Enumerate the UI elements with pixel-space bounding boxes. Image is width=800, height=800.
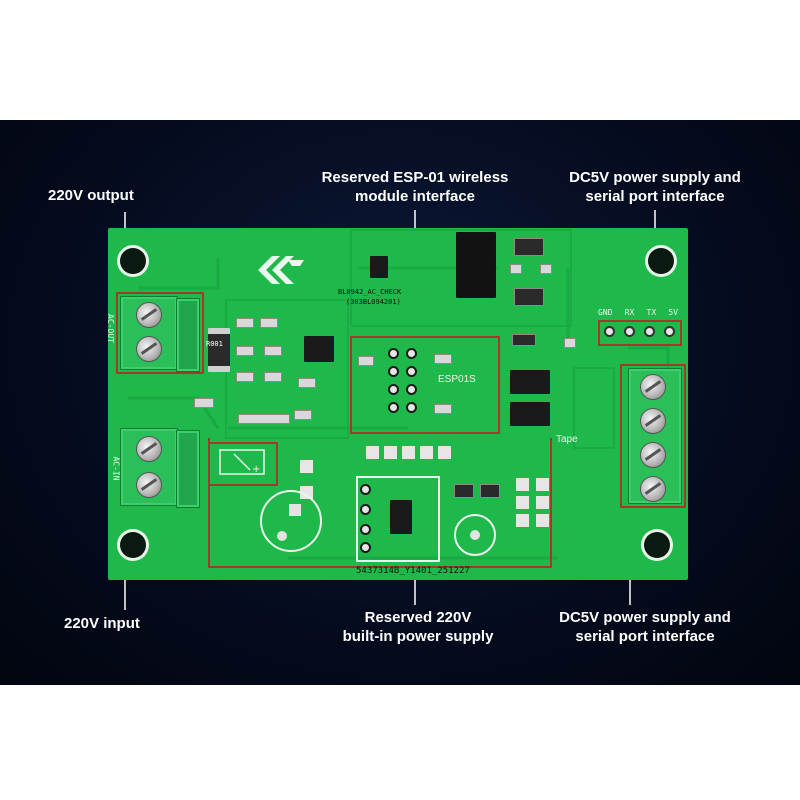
top-chip (370, 256, 388, 278)
relay-connector (456, 232, 496, 298)
ac-out-outline (116, 292, 204, 374)
bridge-rectifier-outline (208, 442, 278, 486)
dc5v-screw-1 (640, 374, 666, 400)
ac-in-screw-1 (136, 436, 162, 462)
brand-logo (258, 256, 304, 284)
smd-component (194, 398, 214, 408)
dc5v-screw-2 (640, 408, 666, 434)
smd-component (260, 318, 278, 328)
label-builtin-power: Reserved 220V built-in power supply (342, 609, 494, 645)
serial-header-pins (602, 324, 678, 340)
smd-component (514, 238, 544, 256)
bridge-rectifier-symbol: + (219, 449, 265, 475)
header-pin-rx: RX (624, 308, 635, 317)
bl0942-chip (304, 336, 334, 362)
smd-component (514, 288, 544, 306)
smd-component (236, 346, 254, 356)
label-esp01-interface: Reserved ESP-01 wireless module interfac… (321, 169, 509, 205)
ac-in-screw-2 (136, 472, 162, 498)
smd-component (434, 354, 452, 364)
ac-out-screw-2 (136, 336, 162, 362)
label-dc5v-bottom: DC5V power supply and serial port interf… (559, 609, 731, 645)
mounting-hole-top-left (120, 248, 146, 274)
esp01-outline (350, 336, 500, 434)
ac-in-terminal-plug (176, 430, 200, 508)
shunt-resistor (208, 328, 230, 372)
dc5v-terminal-outline (620, 364, 686, 508)
capacitor-footprint-large (260, 490, 322, 552)
smd-component (264, 372, 282, 382)
ac-out-label: AC-OUT (105, 314, 115, 343)
smd-component (540, 264, 552, 274)
product-photo-panel: 220V output Reserved ESP-01 wireless mod… (0, 120, 800, 685)
optocoupler-1 (510, 370, 550, 394)
smd-component (298, 378, 316, 388)
optocoupler-2 (510, 402, 550, 426)
smd-component (358, 356, 374, 366)
smd-component (454, 484, 474, 498)
builtin-power-outline (208, 438, 552, 568)
ac-in-label: AC-IN (111, 456, 121, 481)
dc5v-screw-3 (640, 442, 666, 468)
power-pad (300, 460, 313, 473)
smd-component (236, 318, 254, 328)
label-220v-output: 220V output (48, 187, 134, 204)
label-220v-input: 220V input (64, 615, 140, 632)
serial-header-labels: GND RX TX 5V (598, 308, 678, 320)
smd-component (512, 334, 536, 346)
power-pads-right (516, 478, 556, 532)
smd-component (480, 484, 500, 498)
esp01-pin-header (384, 344, 424, 424)
smd-component (264, 346, 282, 356)
board-code: 5437314B_Y1401_251227 (356, 566, 470, 576)
mounting-hole-bottom-right (644, 532, 670, 558)
pcb-board: AC-OUT AC-IN R001 BL0942_AC_CHECK (303BL… (105, 228, 688, 580)
power-ic-outline (356, 476, 440, 562)
tape-label: Tape (556, 434, 578, 445)
bl0942-chip-name: BL0942_AC_CHECK (338, 288, 402, 296)
smd-component (510, 264, 522, 274)
power-pad (300, 486, 313, 499)
smd-component (238, 414, 290, 424)
smd-component (294, 410, 312, 420)
svg-text:+: + (252, 464, 260, 475)
esp01s-label: ESP01S (438, 374, 476, 385)
smd-component (434, 404, 452, 414)
header-pin-gnd: GND (598, 308, 613, 317)
dc5v-screw-4 (640, 476, 666, 502)
mounting-hole-top-right (648, 248, 674, 274)
ac-out-terminal-plug (176, 298, 200, 372)
capacitor-footprint-small (454, 514, 496, 556)
shunt-resistor-label: R001 (206, 340, 223, 348)
bl0942-chip-code: (303BL094201) (346, 298, 401, 306)
serial-header-outline (598, 320, 682, 346)
header-pin-tx: TX (646, 308, 657, 317)
mounting-hole-bottom-left (120, 532, 146, 558)
smd-component (564, 338, 576, 348)
label-dc5v-top: DC5V power supply and serial port interf… (569, 169, 741, 205)
header-pin-5v: 5V (668, 308, 678, 317)
smd-component (236, 372, 254, 382)
builtin-power-pads (366, 442, 456, 466)
power-ic-pads (360, 484, 434, 554)
ac-out-screw-1 (136, 302, 162, 328)
